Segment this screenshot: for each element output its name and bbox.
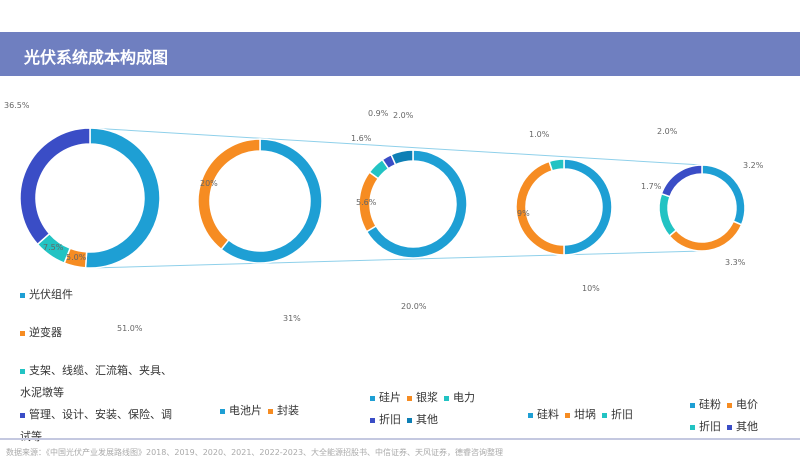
label-d2-4: 2.0% bbox=[393, 111, 414, 120]
legend-item: 管理、设计、安装、保险、调试等 bbox=[20, 404, 180, 448]
label-d3-0: 10% bbox=[582, 284, 600, 293]
legend-text: 折旧 bbox=[379, 413, 401, 426]
legend-d3: 硅料 坩埚 折旧 bbox=[528, 404, 639, 426]
legend-swatch bbox=[20, 292, 25, 298]
legend-text: 硅粉 bbox=[699, 398, 721, 411]
legend-d2: 硅片 银浆 电力 折旧 其他 bbox=[370, 387, 510, 431]
legend-text: 支架、线缆、汇流箱、夹具、水泥墩等 bbox=[20, 364, 172, 399]
legend-swatch bbox=[20, 330, 25, 336]
legend-text: 坩埚 bbox=[574, 408, 596, 421]
label-d2-3: 0.9% bbox=[368, 109, 389, 118]
footer-divider bbox=[0, 438, 800, 440]
legend-text: 逆变器 bbox=[29, 326, 62, 339]
donut-slice-2-4 bbox=[390, 149, 414, 166]
donut-slice-1-1 bbox=[197, 138, 261, 251]
legend-text: 封装 bbox=[277, 404, 299, 417]
legend-text: 硅片 bbox=[379, 391, 401, 404]
legend-d0: 光伏组件 逆变器 支架、线缆、汇流箱、夹具、水泥墩等 管理、设计、安装、保险、调… bbox=[20, 284, 180, 448]
legend-swatch bbox=[20, 412, 25, 418]
legend-text: 电力 bbox=[453, 391, 475, 404]
legend-d1: 电池片 封装 bbox=[220, 400, 305, 422]
label-d0-1: 5.0% bbox=[66, 253, 87, 262]
legend-text: 折旧 bbox=[699, 420, 721, 433]
label-d0-2: 7.5% bbox=[43, 243, 64, 252]
label-d0-3: 36.5% bbox=[4, 101, 30, 110]
legend-item: 光伏组件 bbox=[20, 284, 180, 306]
donut-slice-3-2 bbox=[548, 158, 565, 172]
legend-text: 其他 bbox=[416, 413, 438, 426]
label-d2-2: 1.6% bbox=[351, 134, 372, 143]
legend-swatch bbox=[20, 368, 25, 374]
label-d2-0: 20.0% bbox=[401, 302, 427, 311]
donut-slice-4-3 bbox=[660, 164, 703, 198]
legend-text: 硅料 bbox=[537, 408, 559, 421]
label-d1-0: 31% bbox=[283, 314, 301, 323]
legend-text: 其他 bbox=[736, 420, 758, 433]
donut-slice-3-0 bbox=[563, 158, 613, 256]
label-d4-0: 3.2% bbox=[743, 161, 764, 170]
legend-text: 光伏组件 bbox=[29, 288, 73, 301]
label-d4-3: 2.0% bbox=[657, 127, 678, 136]
legend-text: 折旧 bbox=[611, 408, 633, 421]
donut-slice-4-2 bbox=[658, 192, 678, 238]
source-note: 数据来源：《中国光伏产业发展路线图》2018、2019、2020、2021、20… bbox=[6, 448, 504, 457]
title-bar: 光伏系统成本构成图 bbox=[0, 32, 800, 76]
label-d0-0: 51.0% bbox=[117, 324, 143, 333]
legend-d4: 硅粉 电价 折旧 其他 bbox=[690, 394, 790, 438]
page-title: 光伏系统成本构成图 bbox=[24, 48, 169, 67]
donut-slice-4-0 bbox=[701, 164, 746, 226]
connector-line-bottom bbox=[89, 250, 703, 269]
connector-line-top bbox=[89, 127, 703, 166]
label-d2-1: 5.6% bbox=[356, 198, 377, 207]
label-d3-1: 9% bbox=[517, 209, 530, 218]
label-d1-1: 20% bbox=[200, 179, 218, 188]
donut-slice-4-1 bbox=[668, 220, 743, 252]
donut-slice-0-3 bbox=[19, 127, 91, 246]
label-d3-2: 1.0% bbox=[529, 130, 550, 139]
legend-text: 银浆 bbox=[416, 391, 438, 404]
legend-item: 逆变器 bbox=[20, 322, 180, 344]
legend-text: 电池片 bbox=[229, 404, 262, 417]
legend-item: 支架、线缆、汇流箱、夹具、水泥墩等 bbox=[20, 360, 180, 404]
label-d4-2: 1.7% bbox=[641, 182, 662, 191]
donut-slice-0-0 bbox=[84, 127, 161, 269]
legend-text: 电价 bbox=[736, 398, 758, 411]
label-d4-1: 3.3% bbox=[725, 258, 746, 267]
